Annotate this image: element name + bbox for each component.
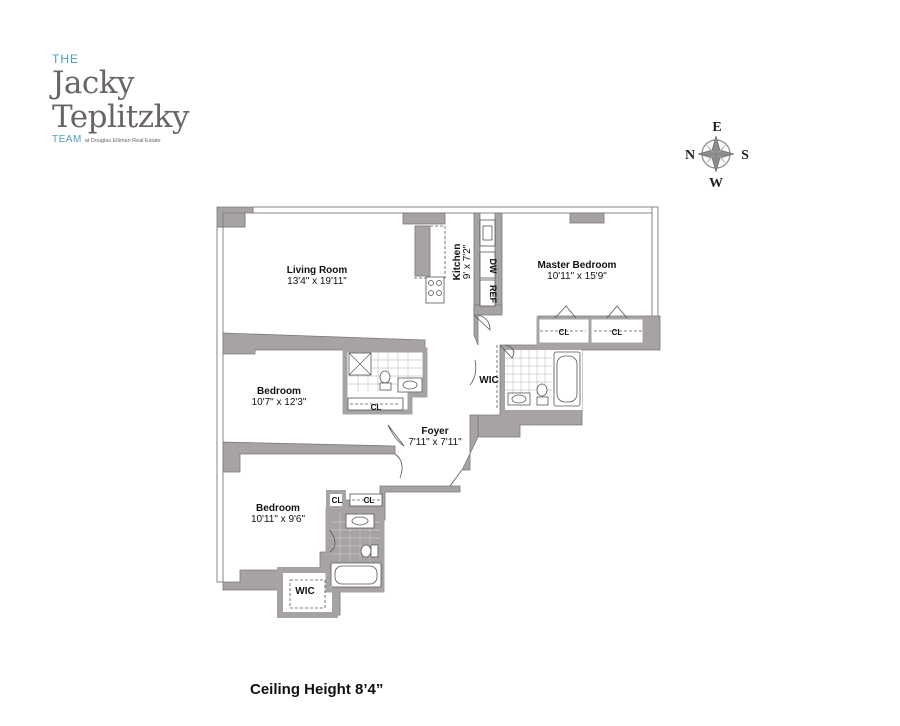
master-wic-label: WIC: [479, 375, 498, 386]
master-closets: [536, 305, 646, 346]
compass-w: W: [709, 176, 723, 191]
master-bedroom-name: Master Bedroom: [538, 260, 617, 271]
refrigerator-label: REF: [488, 285, 498, 304]
living-room-name: Living Room: [287, 265, 348, 276]
doors: [329, 314, 515, 553]
compass-e: E: [712, 120, 721, 135]
bedroom1-closet-label: CL: [371, 403, 382, 412]
bedroom2-name: Bedroom: [256, 503, 300, 514]
bedroom1-dims: 10'7" x 12'3": [252, 397, 307, 408]
kitchen-name: Kitchen: [452, 244, 463, 281]
logo-name-first: Jacky: [52, 65, 135, 101]
compass-rose-icon: [697, 135, 735, 173]
compass-s: S: [741, 148, 749, 163]
logo-affiliation: at Douglas Elliman Real Estate: [84, 138, 161, 144]
bedroom1-name: Bedroom: [257, 386, 301, 397]
master-bedroom-dims: 10'11" x 15'9": [547, 271, 607, 282]
bedroom2-dims: 10'11" x 9'6": [251, 514, 306, 525]
logo-name-last: Teplitzky: [52, 99, 189, 135]
linen-closet-label: CL: [364, 496, 375, 505]
living-room-dims: 13'4" x 19'11": [287, 276, 347, 287]
bedroom2-wic-label: WIC: [295, 586, 314, 597]
foyer-dims: 7'11" x 7'11": [408, 437, 462, 448]
kitchen-dims: 9' x 7'2": [462, 244, 473, 279]
lower-bathroom: [289, 490, 383, 609]
ceiling-height-caption: Ceiling Height 8’4”: [250, 681, 384, 698]
logo-team-word: TEAM: [52, 134, 82, 145]
master-bathroom: [505, 350, 582, 410]
master-closet-2-label: CL: [612, 328, 623, 337]
compass-n: N: [685, 148, 695, 163]
master-closet-1-label: CL: [559, 328, 570, 337]
bedroom2-closet-label: CL: [332, 496, 343, 505]
foyer-name: Foyer: [421, 426, 448, 437]
middle-bathroom: [347, 352, 423, 411]
kitchen-fixtures: [414, 219, 496, 307]
logo-the: THE: [52, 52, 79, 66]
dishwasher-label: DW: [488, 259, 498, 274]
